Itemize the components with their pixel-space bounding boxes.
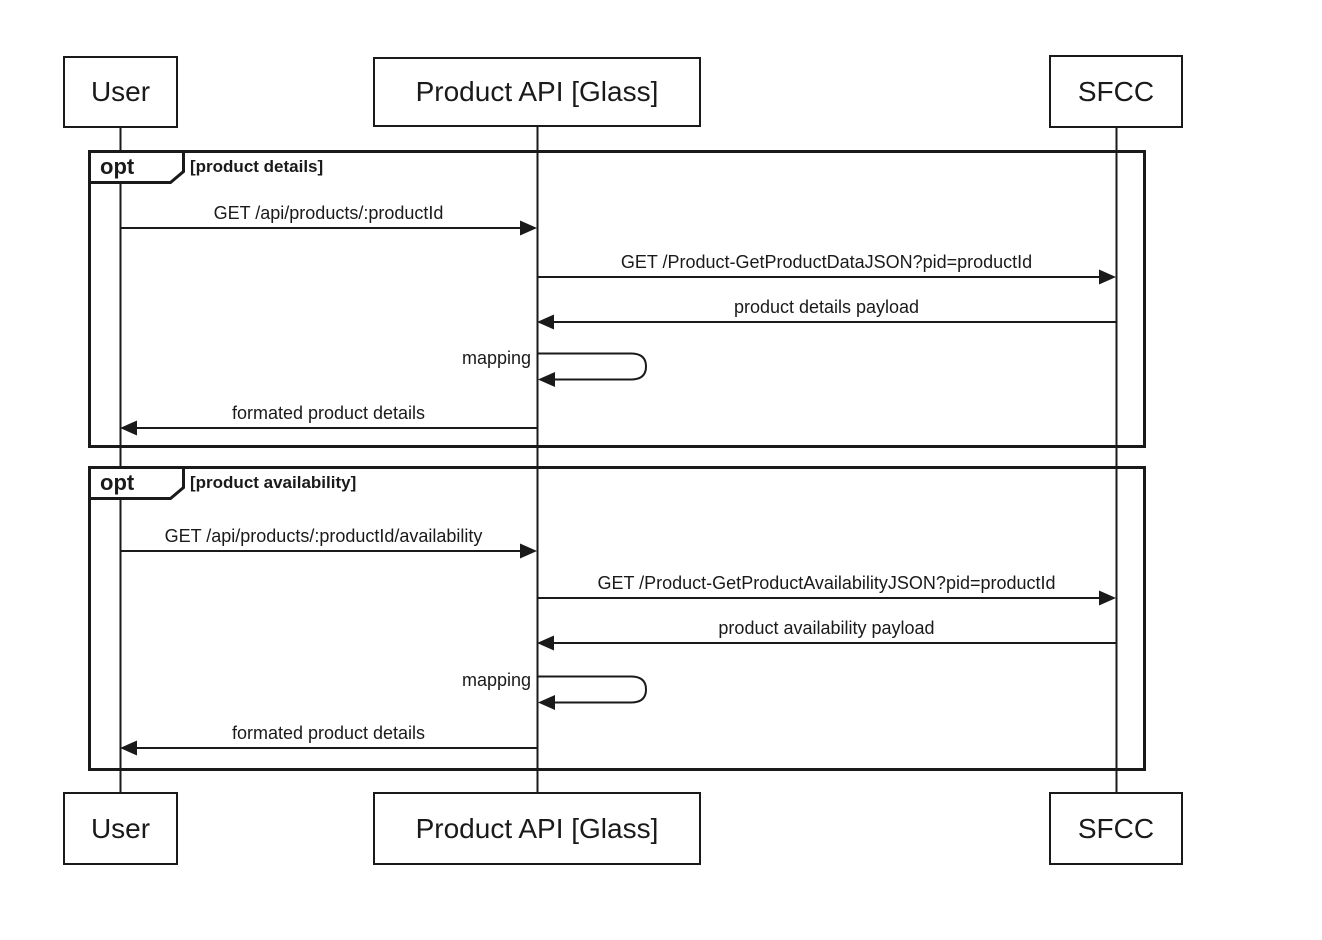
actor-box-user-bottom: User <box>63 792 178 865</box>
opt-operator-label-2: opt <box>100 470 135 495</box>
message-label: product availability payload <box>718 618 935 638</box>
actor-box-user-top: User <box>63 56 178 128</box>
message-arrow-f1-details-payload <box>537 314 1116 330</box>
opt-operator-tab-1 <box>88 150 185 184</box>
guard-label-2: [product availability] <box>190 473 357 492</box>
message-label: mapping <box>461 348 531 368</box>
message-label: formated product details <box>231 403 426 423</box>
message-arrow-f1-get-product-data <box>537 269 1116 285</box>
actor-box-sfcc-top: SFCC <box>1049 55 1183 128</box>
actor-label: SFCC <box>1077 75 1155 107</box>
message-label: product details payload <box>733 297 920 317</box>
actor-box-product-api-bottom: Product API [Glass] <box>373 792 701 865</box>
actor-label: SFCC <box>1077 812 1155 844</box>
actor-label: Product API [Glass] <box>415 76 659 107</box>
guard-label-1: [product details] <box>190 157 324 176</box>
message-label: mapping <box>461 670 531 690</box>
message-arrow-f2-get-availability-data <box>537 590 1116 606</box>
opt-operator-tab-2 <box>88 466 185 500</box>
message-arrow-f1-formated-details <box>120 420 537 436</box>
message-label: GET /Product-GetProductAvailabilityJSON?… <box>597 573 1056 593</box>
message-arrow-f1-request-details <box>120 220 537 236</box>
message-label: GET /api/products/:productId <box>213 203 444 223</box>
message-arrow-f2-formated-details <box>120 740 537 756</box>
actor-box-product-api-top: Product API [Glass] <box>373 57 701 127</box>
opt-fragment-frame-2 <box>88 466 1146 771</box>
actor-box-sfcc-bottom: SFCC <box>1049 792 1183 865</box>
opt-operator-label-1: opt <box>100 154 135 179</box>
self-message-loop-f2-mapping <box>537 675 648 710</box>
actor-label: User <box>90 812 151 844</box>
message-label: GET /api/products/:productId/availabilit… <box>164 526 483 546</box>
message-label: formated product details <box>231 723 426 743</box>
message-arrow-f2-availability-payload <box>537 635 1116 651</box>
message-label: GET /Product-GetProductDataJSON?pid=prod… <box>620 252 1033 272</box>
opt-fragment-frame-1 <box>88 150 1146 448</box>
actor-label: User <box>90 76 151 107</box>
message-arrow-f2-request-availability <box>120 543 537 559</box>
actor-label: Product API [Glass] <box>415 812 659 844</box>
self-message-loop-f1-mapping <box>537 352 648 387</box>
